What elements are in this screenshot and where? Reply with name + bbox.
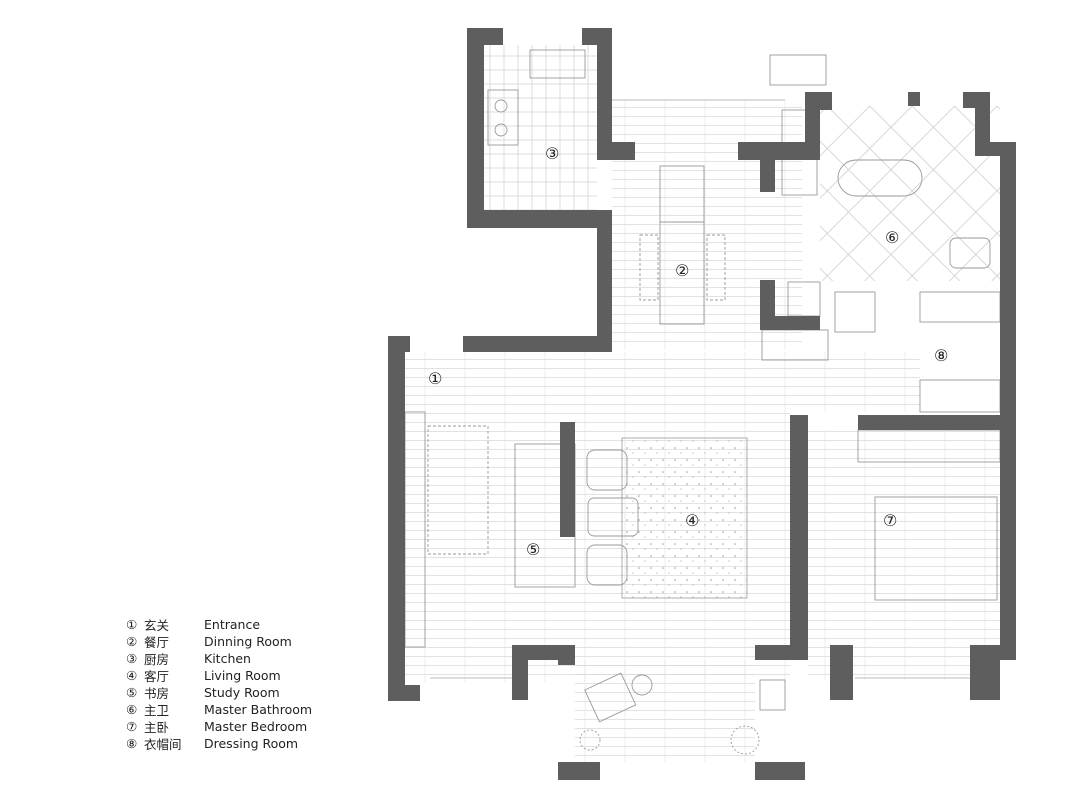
- wardrobe: [919, 379, 1001, 413]
- dining-table: [659, 165, 705, 325]
- legend: ① 玄关 Entrance ② 餐厅 Dinning Room ③ 厨房 Kitchen ④…: [126, 616, 312, 752]
- legend-item: ① 玄关 Entrance: [126, 616, 312, 633]
- legend-cn: 玄关: [144, 618, 170, 633]
- legend-number: ⑦: [126, 719, 138, 734]
- bathtub: [837, 159, 923, 197]
- sink: [529, 49, 586, 79]
- room-number-dressing: ⑧: [934, 346, 948, 365]
- legend-cn: 厨房: [144, 652, 170, 667]
- legend-number: ⑥: [126, 702, 138, 717]
- chair: [639, 234, 659, 301]
- legend-number: ①: [126, 617, 138, 632]
- partition: [560, 422, 575, 537]
- legend-number: ④: [126, 668, 138, 683]
- legend-item: ⑥ 主卫 Master Bathroom: [126, 701, 312, 718]
- legend-item: ② 餐厅 Dinning Room: [126, 633, 312, 650]
- walls: [388, 28, 1016, 780]
- room-labels: ① ② ③ ④ ⑤ ⑥ ⑦ ⑧: [428, 144, 948, 559]
- legend-cn: 客厅: [144, 669, 170, 684]
- legend-en: Dinning Room: [204, 634, 292, 649]
- plant: [579, 729, 601, 751]
- legend-number: ③: [126, 651, 138, 666]
- legend-number: ②: [126, 634, 138, 649]
- legend-en: Dressing Room: [204, 736, 299, 751]
- toilet: [949, 237, 991, 269]
- legend-en: Living Room: [204, 668, 281, 683]
- wardrobe: [919, 291, 1001, 323]
- bed-study: [427, 425, 489, 555]
- lounge-chair: [584, 672, 637, 723]
- legend-cn: 衣帽间: [144, 737, 182, 752]
- legend-en: Kitchen: [204, 651, 251, 666]
- legend-cn: 主卫: [144, 703, 170, 718]
- room-number-bathroom: ⑥: [885, 228, 899, 247]
- room-number-bedroom: ⑦: [883, 511, 897, 530]
- legend-en: Master Bathroom: [204, 702, 313, 717]
- room-number-study: ⑤: [526, 540, 540, 559]
- armchair: [586, 449, 628, 491]
- legend-number: ⑤: [126, 685, 138, 700]
- legend-cn: 书房: [144, 686, 170, 701]
- legend-en: Entrance: [204, 617, 261, 632]
- vanity: [834, 291, 876, 333]
- ac-unit: [769, 54, 827, 86]
- room-number-living: ④: [685, 511, 699, 530]
- legend-item: ④ 客厅 Living Room: [126, 667, 312, 684]
- legend-item: ⑧ 衣帽间 Dressing Room: [126, 735, 312, 752]
- legend-cn: 餐厅: [144, 635, 170, 650]
- legend-item: ⑤ 书房 Study Room: [126, 684, 312, 701]
- legend-number: ⑧: [126, 736, 138, 751]
- legend-item: ③ 厨房 Kitchen: [126, 650, 312, 667]
- stove: [487, 89, 519, 146]
- room-number-entrance: ①: [428, 369, 442, 388]
- chair: [706, 234, 726, 301]
- legend-cn: 主卧: [144, 720, 170, 735]
- plant: [730, 725, 760, 755]
- furniture: [404, 49, 1001, 755]
- room-number-dining: ②: [675, 261, 689, 280]
- bed: [874, 496, 998, 601]
- legend-en: Study Room: [204, 685, 280, 700]
- legend-item: ⑦ 主卧 Master Bedroom: [126, 718, 312, 735]
- armchair: [586, 544, 628, 586]
- coffee-table: [587, 497, 639, 537]
- legend-en: Master Bedroom: [204, 719, 308, 734]
- floors: [405, 45, 1000, 762]
- washing-machine: [759, 679, 786, 711]
- room-number-kitchen: ③: [545, 144, 559, 163]
